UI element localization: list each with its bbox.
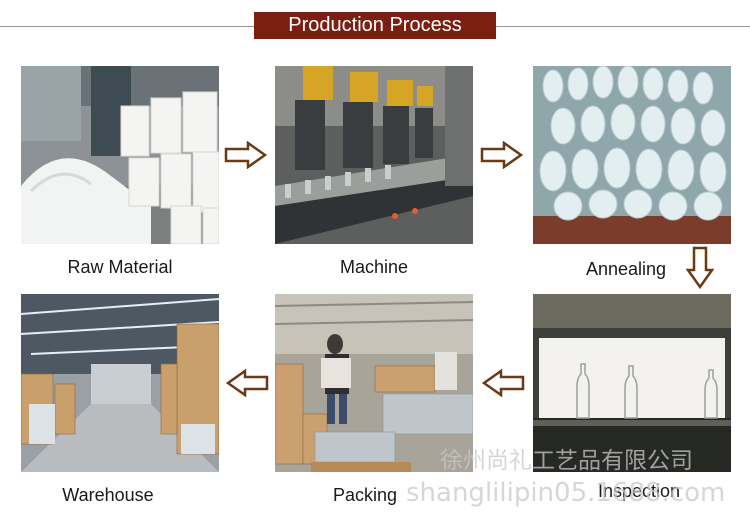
- step-label-warehouse: Warehouse: [62, 485, 154, 505]
- packing-photo: [275, 294, 473, 472]
- header-rule-right: [496, 26, 750, 27]
- arrow-left-icon: [481, 369, 525, 397]
- watermark-url: shanglilipin05.1688.com: [406, 478, 726, 508]
- page-title: Production Process: [254, 12, 496, 39]
- step-label-raw-material: Raw Material: [67, 257, 173, 277]
- arrow-right-icon: [224, 141, 268, 169]
- inspection-photo: [533, 294, 731, 472]
- header-rule-left: [0, 26, 254, 27]
- step-label-machine: Machine: [339, 257, 409, 277]
- arrow-down-icon: [686, 246, 714, 290]
- step-label-packing: Packing: [333, 485, 398, 505]
- raw-material-photo: [21, 66, 219, 244]
- arrow-right-icon: [480, 141, 524, 169]
- step-label-inspection: Inspection: [598, 481, 681, 501]
- annealing-photo: [533, 66, 731, 244]
- watermark-company: 徐州尚礼工艺品有限公司: [440, 448, 693, 474]
- warehouse-photo: [21, 294, 219, 472]
- step-label-annealing: Annealing: [586, 259, 667, 279]
- machine-photo: [275, 66, 473, 244]
- arrow-left-icon: [225, 369, 269, 397]
